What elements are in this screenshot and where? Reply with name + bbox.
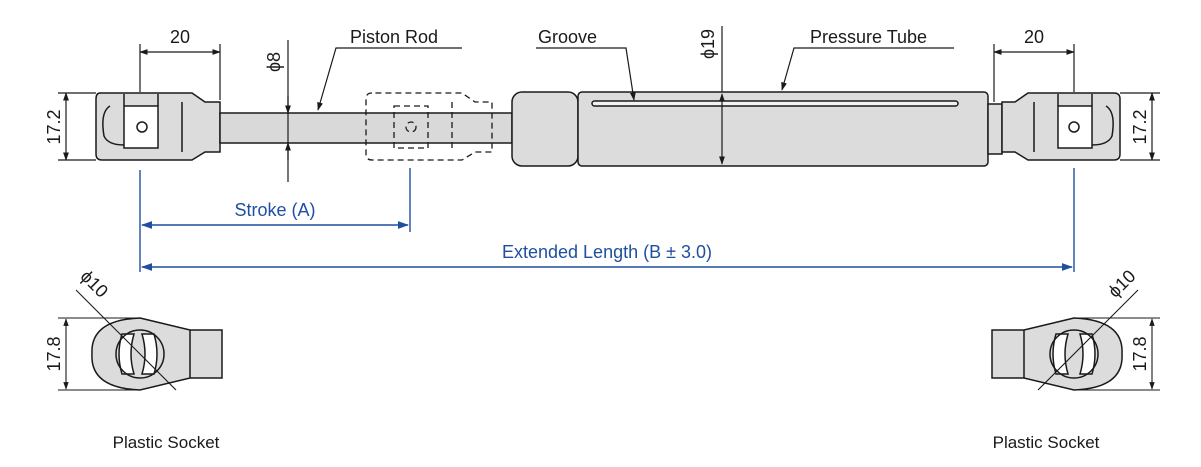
groove-label: Groove [538, 27, 597, 47]
right-end-hole [1068, 121, 1080, 133]
compressed-end-ghost [365, 92, 493, 161]
rod-diameter-label: ϕ8 [264, 52, 284, 72]
extended-length-label: Extended Length (B ± 3.0) [502, 242, 712, 262]
blue-dimensions [139, 168, 1075, 272]
gas-spring-body [95, 91, 1121, 167]
end-length-left: 20 [170, 27, 190, 47]
end-length-right: 20 [1024, 27, 1044, 47]
right-end-slot [1057, 105, 1093, 149]
tube-groove [591, 100, 959, 107]
socket-hole-right: ϕ10 [1104, 266, 1139, 301]
plastic-socket-right-drawing [991, 289, 1160, 391]
plastic-socket-left-drawing [58, 289, 223, 391]
tube-diameter-label: ϕ19 [698, 29, 718, 59]
stroke-label: Stroke (A) [234, 200, 315, 220]
dimension-lines [58, 26, 1160, 182]
end-height-right: 17.2 [1130, 109, 1150, 144]
socket-height-left: 17.8 [44, 336, 64, 371]
socket-height-right: 17.8 [1130, 336, 1150, 371]
right-neck [987, 103, 1003, 155]
piston-rod-label: Piston Rod [350, 27, 438, 47]
left-end-hole [136, 121, 148, 133]
end-height-left: 17.2 [44, 109, 64, 144]
plastic-socket-right-label: Plastic Socket [993, 433, 1100, 452]
piston-rod [219, 112, 513, 144]
tube-left-cap [511, 91, 579, 167]
pressure-tube-label: Pressure Tube [810, 27, 927, 47]
plastic-socket-left-label: Plastic Socket [113, 433, 220, 452]
